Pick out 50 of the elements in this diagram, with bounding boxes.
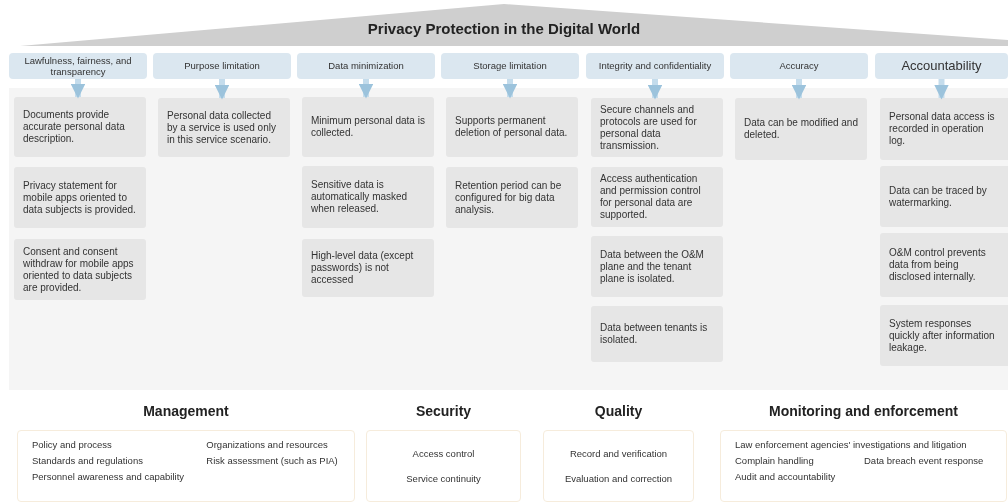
measure-card: System responses quickly after information leakage.	[880, 305, 1008, 366]
principle-header: Lawfulness, fairness, and transparency	[9, 53, 147, 79]
list-item: Personnel awareness and capability	[32, 471, 185, 482]
principle-header: Accountability	[875, 53, 1008, 79]
panel-heading: Security	[415, 403, 472, 419]
list-item: Record and verification	[569, 448, 668, 460]
list-item: Complain handling	[735, 455, 814, 466]
principle-header: Purpose limitation	[153, 53, 291, 79]
measure-card: O&M control prevents data from being disclosed internally.	[880, 233, 1008, 297]
list-item: Law enforcement agencies' investigations and litigation	[735, 439, 967, 450]
list-item: Access control	[412, 448, 475, 460]
list-item: Standards and regulations	[32, 455, 143, 466]
measure-card: Privacy statement for mobile apps oriented to data subjects is provided.	[14, 167, 146, 228]
chevron-arrow	[791, 79, 807, 100]
measure-card: Access authentication and permission control for personal data are supported.	[591, 167, 723, 227]
measure-card: Personal data access is recorded in operation log.	[880, 98, 1008, 160]
chevron-arrow	[647, 79, 663, 100]
chevron-arrow	[214, 79, 230, 100]
principle-header: Data minimization	[297, 53, 435, 79]
measure-card: Consent and consent withdraw for mobile apps oriented to data subjects are provided.	[14, 239, 146, 300]
measure-card: Data between tenants is isolated.	[591, 306, 723, 362]
principle-header: Accuracy	[730, 53, 868, 79]
list-item: Policy and process	[32, 439, 112, 450]
chevron-arrow	[70, 79, 86, 99]
list-item: Organizations and resources	[206, 439, 328, 450]
list-item: Audit and accountability	[735, 471, 836, 482]
chevron-arrow	[502, 79, 518, 99]
panel-heading: Quality	[594, 403, 643, 419]
panel-heading: Monitoring and enforcement	[769, 403, 958, 419]
measure-card: Minimum personal data is collected.	[302, 97, 434, 157]
measure-card: Data between the O&M plane and the tenant plane is isolated.	[591, 236, 723, 297]
list-item: Risk assessment (such as PIA)	[206, 455, 338, 466]
measure-card: Retention period can be configured for big data analysis.	[446, 167, 578, 228]
list-item: Data breach event response	[864, 455, 984, 466]
panel-heading: Management	[143, 403, 229, 419]
measure-card: Secure channels and protocols are used for personal data transmission.	[591, 98, 723, 157]
chevron-arrow	[934, 79, 949, 100]
principle-header: Storage limitation	[441, 53, 579, 79]
measure-card: Supports permanent deletion of personal data.	[446, 97, 578, 157]
measure-card: Data can be modified and deleted.	[735, 98, 867, 160]
diagram-title: Privacy Protection in the Digital World	[367, 20, 641, 37]
measure-card: Sensitive data is automatically masked when released.	[302, 166, 434, 228]
measure-card: Personal data collected by a service is used only in this service scenario.	[158, 98, 290, 157]
chevron-arrow	[358, 79, 374, 99]
measure-card: Documents provide accurate personal data description.	[14, 97, 146, 157]
list-item: Evaluation and correction	[564, 472, 673, 484]
principle-header: Integrity and confidentiality	[586, 53, 724, 79]
measure-card: Data can be traced by watermarking.	[880, 166, 1008, 227]
measure-card: High-level data (except passwords) is not accessed	[302, 239, 434, 297]
list-item: Service continuity	[406, 472, 481, 484]
